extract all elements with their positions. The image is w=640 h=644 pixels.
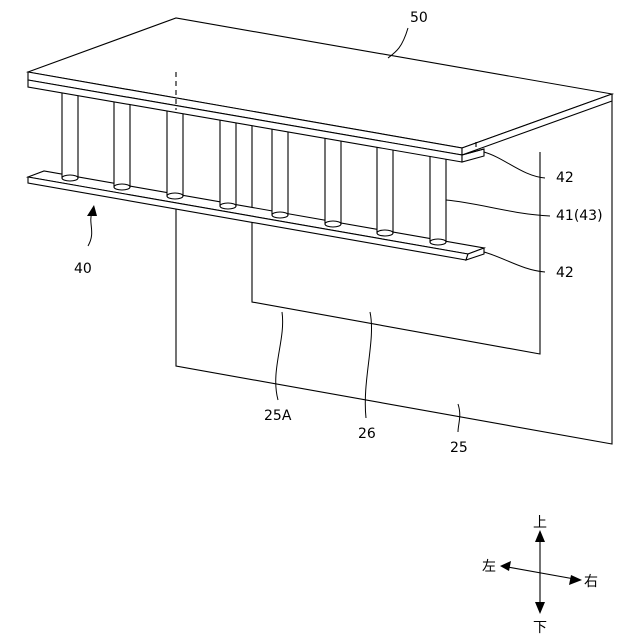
direction-down-label: 下 [533,620,547,636]
column [377,147,393,236]
label-25: 25 [450,440,468,456]
column [114,101,130,190]
column [220,120,236,209]
column [272,129,288,218]
column [430,156,446,245]
column [62,92,78,181]
label-25A: 25A [264,408,292,424]
label-50: 50 [410,10,428,26]
label-42-lower: 42 [556,265,574,281]
pointer-arrow-40 [87,205,97,246]
column [167,110,183,199]
column [325,138,341,227]
label-26: 26 [358,426,376,442]
label-42-upper: 42 [556,170,574,186]
label-41-43: 41(43) [556,208,603,224]
direction-indicator: 上 下 左 右 [482,515,598,636]
direction-left-label: 左 [482,559,496,575]
direction-up-label: 上 [533,515,547,531]
direction-right-label: 右 [584,574,598,590]
label-40: 40 [74,261,92,277]
